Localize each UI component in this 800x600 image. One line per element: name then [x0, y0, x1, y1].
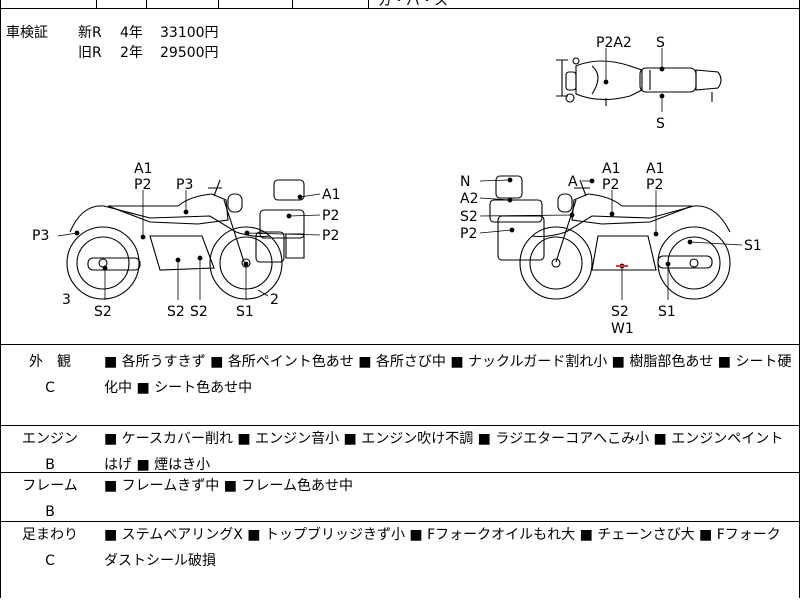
diagram-label: S2: [190, 304, 208, 320]
inspection-row-new: 新R 4年 33100円: [78, 23, 219, 43]
condition-category: フレーム B: [20, 473, 80, 525]
inspection-type: 新R: [78, 25, 102, 41]
inspection-price: 33100円: [160, 25, 219, 41]
condition-text: ■ ステムベアリングX ■ トップブリッジきず小 ■ Fフォークオイルもれ大 ■…: [104, 527, 781, 569]
motorcycle-diagram: P2A2 S S A1 P2 P3 A1 P2 P2 P3 3 S2 S2 S2…: [32, 35, 762, 337]
diagram-label: S2: [167, 304, 185, 320]
condition-category: エンジン B: [20, 426, 80, 478]
diagram-label: S1: [236, 304, 254, 320]
condition-row-engine: エンジン B ■ ケースカバー削れ ■ エンジン音小 ■ エンジン吹け不調 ■ …: [0, 426, 800, 473]
diagram-label: S1: [658, 304, 676, 320]
diagram-label: S1: [744, 238, 762, 254]
diagram-label: 2: [270, 292, 279, 308]
damage-diagram-area: [0, 9, 800, 345]
top-table-cut: ガ・バ・ス: [0, 0, 800, 9]
motorcycle-top-view: [556, 57, 722, 106]
category-label: 外 観: [29, 354, 71, 370]
condition-text: ■ 各所うすきず ■ 各所ペイント色あせ ■ 各所さび中 ■ ナックルガード割れ…: [104, 354, 792, 396]
diagram-label: A2: [460, 191, 478, 207]
diagram-label: S: [656, 35, 665, 51]
condition-row-frame: フレーム B ■ フレームきず中 ■ フレーム色あせ中: [0, 473, 800, 522]
diagram-labels: P2A2 S S A1 P2 P3 A1 P2 P2 P3 3 S2 S2 S2…: [32, 35, 762, 337]
condition-row-exterior: 外 観 C ■ 各所うすきず ■ 各所ペイント色あせ ■ 各所さび中 ■ ナック…: [0, 345, 800, 426]
diagram-label: P3: [176, 177, 193, 193]
condition-grade: B: [45, 504, 55, 520]
diagram-label: P2: [602, 177, 619, 193]
category-label: 足まわり: [22, 527, 78, 543]
inspection-years: 4年: [120, 25, 143, 41]
diagram-label: P2: [134, 177, 151, 193]
motorcycle-left-view: [66, 179, 305, 300]
diagram-label: A: [568, 174, 578, 190]
inspection-row-old: 旧R 2年 29500円: [78, 43, 219, 63]
damage-markers: [57, 48, 743, 300]
header-fragment: ガ・バ・ス: [378, 0, 448, 9]
diagram-label: 3: [62, 292, 71, 308]
diagram-label: A1: [602, 161, 620, 177]
diagram-label: S: [656, 116, 665, 132]
category-label: エンジン: [22, 431, 78, 447]
diagram-label: P2A2: [596, 35, 632, 51]
inspection-label: 車検証: [6, 25, 48, 41]
diagram-label: A1: [322, 187, 340, 203]
diagram-label: W1: [611, 321, 634, 337]
condition-category: 外 観 C: [20, 349, 80, 401]
diagram-label: P3: [32, 228, 49, 244]
diagram-label: P2: [322, 228, 339, 244]
inspection-years: 2年: [120, 45, 143, 61]
inspection-price: 29500円: [160, 45, 219, 61]
condition-row-suspension: 足まわり C ■ ステムベアリングX ■ トップブリッジきず小 ■ Fフォークオ…: [0, 522, 800, 599]
motorcycle-right-view: [489, 175, 731, 300]
condition-grade: C: [45, 380, 55, 396]
diagram-label: P2: [646, 177, 663, 193]
diagram-label: S2: [460, 209, 478, 225]
category-label: フレーム: [22, 478, 78, 494]
diagram-label: S2: [94, 304, 112, 320]
diagram-label: P2: [460, 226, 477, 242]
condition-category: 足まわり C: [20, 522, 80, 574]
diagram-label: A1: [646, 161, 664, 177]
diagram-label: A1: [134, 161, 152, 177]
condition-grade: C: [45, 553, 55, 569]
diagram-label: N: [460, 174, 470, 190]
condition-text: ■ フレームきず中 ■ フレーム色あせ中: [104, 478, 353, 494]
condition-grade: B: [45, 457, 55, 473]
diagram-label: P2: [322, 208, 339, 224]
diagram-label: S2: [611, 304, 629, 320]
condition-text: ■ ケースカバー削れ ■ エンジン音小 ■ エンジン吹け不調 ■ ラジエターコア…: [104, 431, 784, 473]
inspection-type: 旧R: [78, 45, 102, 61]
